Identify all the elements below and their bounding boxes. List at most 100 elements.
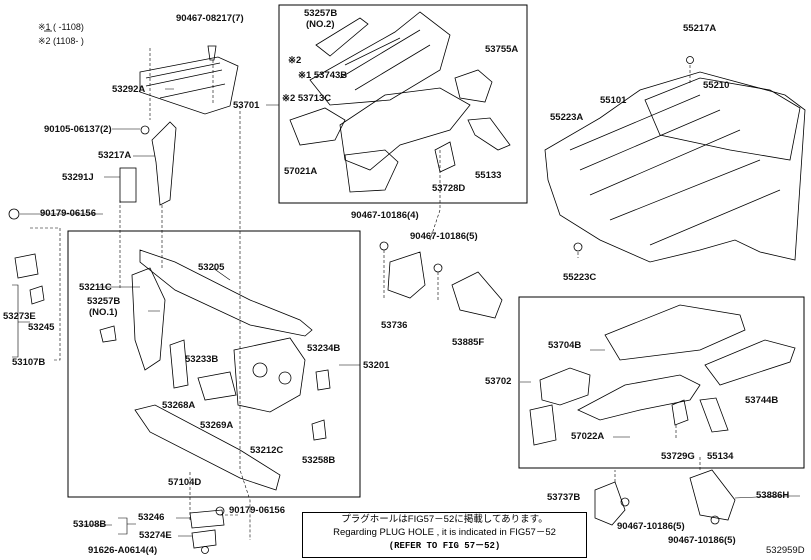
label-55223c: 55223C xyxy=(563,272,597,283)
apron-53701 xyxy=(339,87,471,171)
apron-upper-53702 xyxy=(604,304,746,361)
member-55134 xyxy=(699,397,729,433)
label-53205: 53205 xyxy=(198,262,225,273)
label-57021a: 57021A xyxy=(284,166,318,177)
pad-53291j xyxy=(119,167,137,203)
label-53273e: 53273E xyxy=(3,311,36,322)
clip-91626 xyxy=(201,546,209,554)
bracket-53737b xyxy=(594,481,626,526)
label-53257b-no2: 53257B xyxy=(304,8,338,19)
label-53729g: 53729G xyxy=(661,451,695,462)
panel-53257b-no2 xyxy=(315,17,369,57)
bracket-53257b-no1 xyxy=(99,325,117,343)
label-53211c: 53211C xyxy=(79,282,112,293)
bracket-53245 xyxy=(29,285,45,305)
label-91626-a0614: 91626-A0614(4) xyxy=(88,545,158,556)
label-53274e: 53274E xyxy=(139,530,172,541)
label-90467-10186-5: 90467-10186(5) xyxy=(410,231,478,242)
apron-lower xyxy=(577,374,701,421)
bracket-53728d xyxy=(434,141,456,173)
label-53713c: ※2 53713C xyxy=(282,93,332,104)
bracket-53234b xyxy=(315,369,331,391)
label-53234b: 53234B xyxy=(307,343,341,354)
cowl-top-55210 xyxy=(644,77,801,161)
label-53728d: 53728D xyxy=(432,183,466,194)
bracket-57021a xyxy=(344,149,399,193)
plug-hole-callout: プラグホールはFIG57－52に掲載してあります。 Regarding PLUG… xyxy=(302,512,587,558)
label-55217a: 55217A xyxy=(683,23,717,34)
nut-90179-upper xyxy=(8,208,20,220)
label-53268a: 53268A xyxy=(162,400,196,411)
clip-55223c xyxy=(573,242,583,252)
bracket-53885f xyxy=(451,271,503,319)
clip-55217a xyxy=(686,56,694,64)
member-55133 xyxy=(467,117,511,151)
label-90467-08217: 90467-08217(7) xyxy=(176,13,244,24)
bracket-57022a xyxy=(529,404,557,446)
label-90179-06156-upper: 90179-06156 xyxy=(40,208,96,219)
label-53291j: 53291J xyxy=(62,172,94,183)
nut-90467-10186-4 xyxy=(379,241,389,251)
label-53743b: ※1 53743B xyxy=(298,70,348,81)
label-53736: 53736 xyxy=(381,320,408,331)
label-53108b: 53108B xyxy=(73,519,107,530)
label-55134: 55134 xyxy=(707,451,734,462)
side-support-53212c xyxy=(233,337,306,413)
label-53257b-no1: 53257B xyxy=(87,296,121,307)
bracket-53233b xyxy=(169,339,189,389)
bracket-53886h xyxy=(689,469,736,521)
bracket-53258b xyxy=(311,419,327,441)
label-53292a: 53292A xyxy=(112,84,146,95)
label-mark-2: ※2 xyxy=(288,55,302,66)
callout-refer-link[interactable]: (REFER TO FIG 57－52) xyxy=(388,541,501,551)
clip-90467-08217 xyxy=(207,45,217,61)
label-no1: (NO.1) xyxy=(89,307,118,318)
note-1108-before: ※1 ( -1108) xyxy=(38,22,84,32)
nut-90179-lower xyxy=(215,506,225,516)
label-90467-10186-5-b: 90467-10186(5) xyxy=(617,521,685,532)
reinforce-53704b xyxy=(539,367,591,406)
bracket-53274e xyxy=(191,529,217,549)
label-53702: 53702 xyxy=(485,376,512,387)
label-53107b: 53107B xyxy=(12,357,46,368)
bolt-90105 xyxy=(140,125,150,135)
radiator-support-group-box xyxy=(67,230,361,498)
bracket-53729g xyxy=(671,399,689,426)
nut-90467-10186-5 xyxy=(433,263,443,273)
reinforce-57021a xyxy=(289,107,346,146)
label-53886h: 53886H xyxy=(756,490,790,501)
nut-90467-bottom-2 xyxy=(710,515,720,525)
label-53755a: 53755A xyxy=(485,44,519,55)
upper-cowl-group-box xyxy=(278,4,528,204)
dash-panel-55101 xyxy=(544,71,806,263)
label-53701: 53701 xyxy=(233,100,260,111)
callout-line-ja: プラグホールはFIG57－52に掲載してあります。 xyxy=(341,514,548,525)
label-53233b: 53233B xyxy=(185,354,219,365)
label-90105-06137: 90105-06137(2) xyxy=(44,124,112,135)
label-90467-10186-4: 90467-10186(4) xyxy=(351,210,419,221)
lower-support-57104d xyxy=(134,404,281,491)
label-53246: 53246 xyxy=(138,512,165,523)
label-53737b: 53737B xyxy=(547,492,581,503)
bracket-53273e xyxy=(14,253,39,279)
right-apron-group-box xyxy=(518,296,805,469)
bracket-53268a xyxy=(197,371,237,401)
note-1108-after: ※2 (1108- ) xyxy=(38,36,84,46)
apron-53744b xyxy=(704,339,796,386)
figure-id: 532959D xyxy=(766,545,805,556)
label-57104d: 57104D xyxy=(168,477,202,488)
nut-90467-bottom-1 xyxy=(620,497,630,507)
bracket-53217a xyxy=(151,121,177,206)
label-53704b: 53704B xyxy=(548,340,582,351)
label-57022a: 57022A xyxy=(571,431,605,442)
label-53258b: 53258B xyxy=(302,455,336,466)
label-53212c: 53212C xyxy=(250,445,284,456)
label-53201: 53201 xyxy=(363,360,390,371)
bracket-53246 xyxy=(189,509,225,529)
cowl-panel-53713c xyxy=(309,11,451,106)
callout-line-en: Regarding PLUG HOLE , it is indicated in… xyxy=(333,527,556,538)
label-53269a: 53269A xyxy=(200,420,234,431)
label-90179-06156-lower: 90179-06156 xyxy=(229,505,285,516)
cowl-top-panel xyxy=(139,56,239,115)
